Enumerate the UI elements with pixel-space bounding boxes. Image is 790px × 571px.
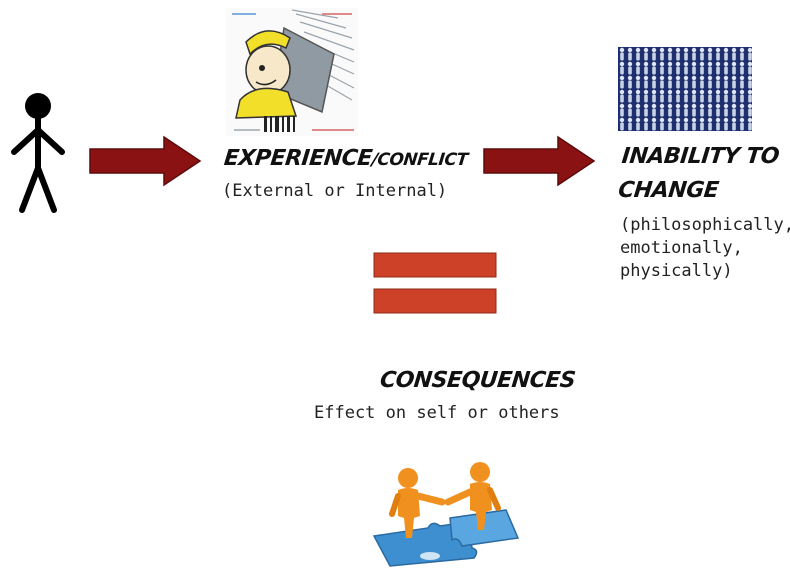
consequences-title: CONSEQUENCES xyxy=(378,368,577,393)
inability-detail: (philosophically, emotionally, physicall… xyxy=(620,214,790,283)
cartoon-figure-clipart xyxy=(226,8,358,136)
experience-subtitle: (External or Internal) xyxy=(222,181,448,201)
inability-detail-line3: physically) xyxy=(620,261,733,281)
arrow-right-icon xyxy=(89,135,202,187)
inability-title: INABILITY TO CHANGE xyxy=(616,140,780,208)
inability-title-line1: INABILITY TO xyxy=(620,144,781,169)
inability-detail-line1: (philosophically, xyxy=(620,215,790,235)
stick-figure-icon xyxy=(11,93,65,213)
inability-title-line2: CHANGE xyxy=(616,178,720,203)
experience-title: EXPERIENCE/CONFLICT xyxy=(222,146,469,171)
puzzle-handshake-clipart xyxy=(372,462,520,567)
crowd-pattern-clipart xyxy=(618,47,752,131)
equals-sign-icon xyxy=(373,252,497,314)
arrow-right-icon xyxy=(483,135,596,187)
consequences-subtitle: Effect on self or others xyxy=(314,403,560,423)
inability-detail-line2: emotionally, xyxy=(620,238,743,258)
